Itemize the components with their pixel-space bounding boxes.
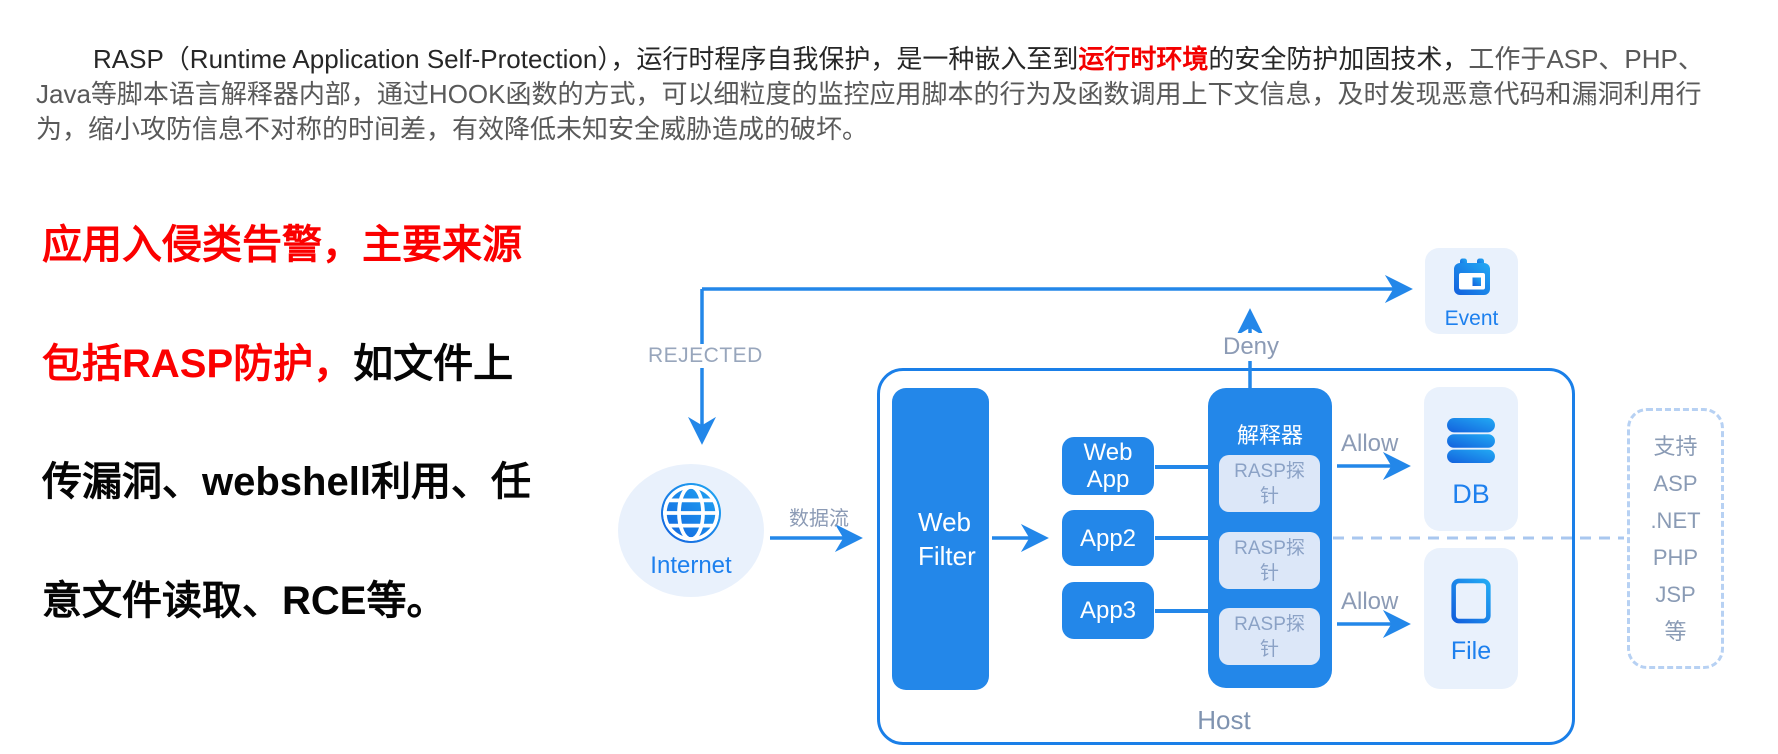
intro-text-dark-2: 的安全防护加固技术， xyxy=(1208,44,1469,74)
rasp-probe-3: RASP探针 xyxy=(1219,608,1320,665)
db-label: DB xyxy=(1452,479,1490,509)
internet-node: Internet xyxy=(618,464,764,597)
host-label: Host xyxy=(1197,705,1251,735)
interpreter-box: 解释器 RASP探针 RASP探针 RASP探针 xyxy=(1208,388,1332,688)
app3-box: App3 xyxy=(1062,582,1154,639)
headline-line4-black: 意文件读取、RCE等。 xyxy=(42,579,447,623)
app2-label: App2 xyxy=(1079,524,1137,552)
db-node: DB xyxy=(1424,387,1518,531)
web-filter-box: Web Filter xyxy=(892,388,989,690)
intro-text-gray: 工作于ASP、PHP、Java等脚本语言解释器内部，通过HOOK函数的方式，可以… xyxy=(36,44,1704,144)
support-item: 支持 xyxy=(1653,433,1698,459)
intro-text-red-highlight: 运行时环境 xyxy=(1078,44,1209,74)
support-item: JSP xyxy=(1655,581,1696,607)
intro-text-dark-1: RASP（Runtime Application Self-Protection… xyxy=(93,44,1079,74)
rasp-intro-paragraph: RASP（Runtime Application Self-Protection… xyxy=(36,42,1730,147)
support-item: PHP xyxy=(1652,544,1699,570)
app3-label: App3 xyxy=(1079,597,1137,624)
interpreter-title: 解释器 xyxy=(1236,423,1303,448)
headline-line1-red: 应用入侵类告警，主要来源 xyxy=(42,223,522,267)
internet-label: Internet xyxy=(650,552,732,579)
file-node: File xyxy=(1424,548,1518,689)
dataflow-label: 数据流 xyxy=(789,508,849,530)
headline-line2-black: 如文件上 xyxy=(353,342,514,386)
rasp-probe-1: RASP探针 xyxy=(1219,455,1320,512)
web-filter-label: Web Filter xyxy=(918,507,976,571)
event-node: Event xyxy=(1425,248,1518,334)
support-item: ASP xyxy=(1653,470,1698,496)
globe-icon xyxy=(658,481,724,550)
host-container-box xyxy=(877,368,1575,745)
supported-languages-box: 支持 ASP .NET PHP JSP 等 xyxy=(1627,408,1724,669)
headline-line-3: 传漏洞、webshell利用、任 xyxy=(42,449,531,507)
rasp-probe-2: RASP探针 xyxy=(1219,532,1320,589)
headline-line-4: 意文件读取、RCE等。 xyxy=(42,568,446,626)
allow-file-label: Allow xyxy=(1341,588,1399,615)
deny-label: Deny xyxy=(1218,333,1284,361)
headline-line2-red: 包括RASP防护， xyxy=(42,342,354,386)
calendar-icon xyxy=(1451,257,1493,302)
database-icon xyxy=(1445,418,1497,469)
file-label: File xyxy=(1450,636,1492,665)
event-label: Event xyxy=(1444,307,1499,330)
headline-line3-black: 传漏洞、webshell利用、任 xyxy=(42,460,531,504)
support-item: .NET xyxy=(1650,507,1701,533)
document-icon xyxy=(1450,578,1492,629)
support-item: 等 xyxy=(1664,618,1687,644)
web-app-label: Web App xyxy=(1083,439,1133,493)
allow-db-label: Allow xyxy=(1341,430,1399,457)
headline-line-2: 包括RASP防护，如文件上 xyxy=(42,331,513,389)
app2-box: App2 xyxy=(1062,510,1154,566)
rejected-label: REJECTED xyxy=(648,344,763,368)
web-app-box: Web App xyxy=(1062,437,1154,495)
headline-line-1: 应用入侵类告警，主要来源 xyxy=(42,212,522,270)
